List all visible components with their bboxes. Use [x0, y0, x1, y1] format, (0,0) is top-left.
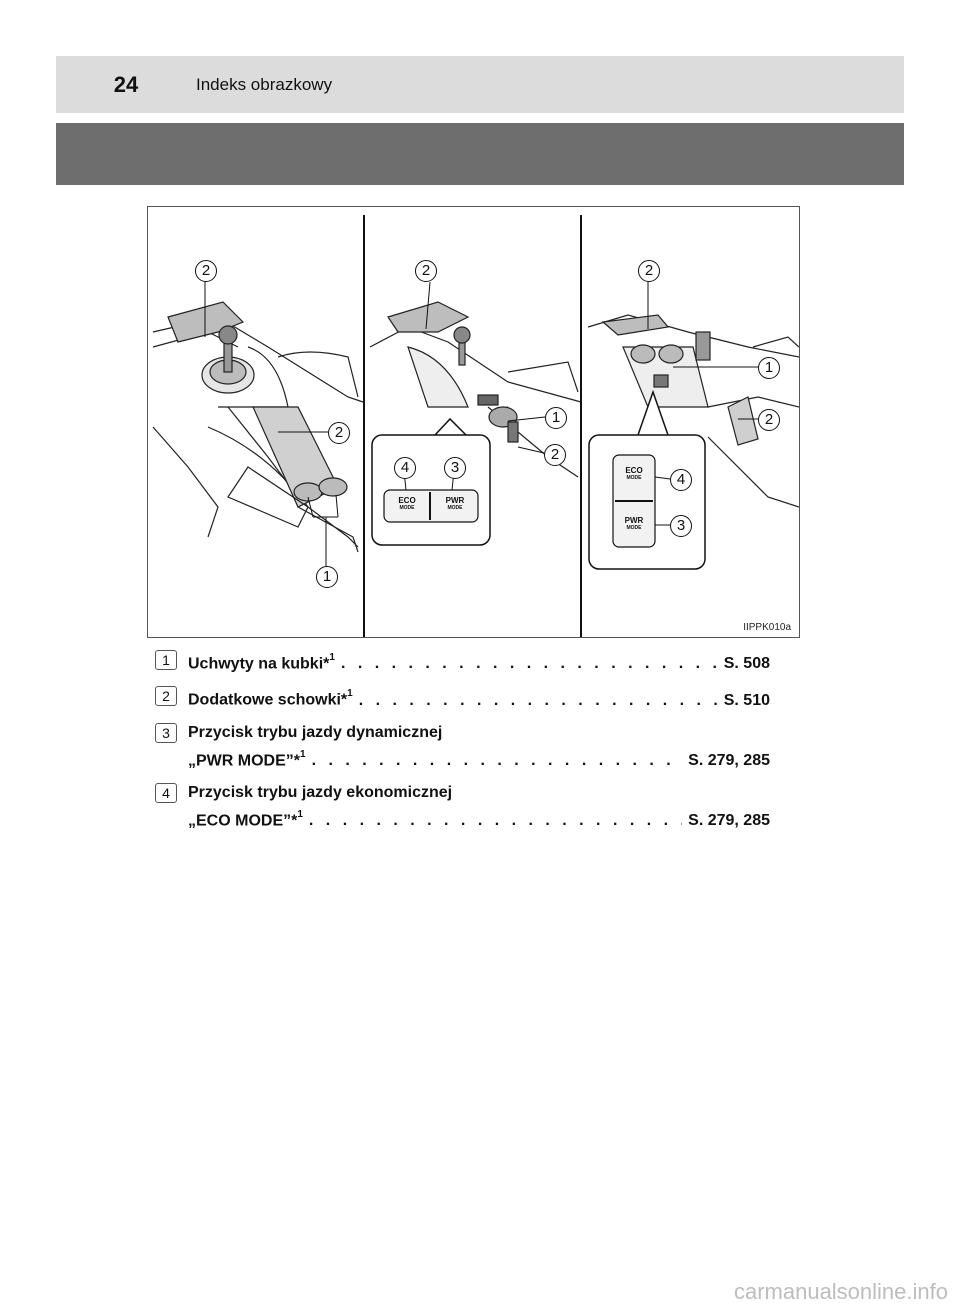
figure-code: IIPPK010a: [743, 622, 791, 633]
callout-2-right: 2: [638, 260, 660, 282]
footnote-marker: 1: [347, 688, 353, 700]
callout-2-middle-lower: 2: [544, 444, 566, 466]
leader-lines-left: [204, 280, 339, 567]
legend-row: „PWR MODE”*1 S. 279, 285: [188, 745, 770, 773]
footnote-marker: 1: [300, 748, 306, 760]
legend-number: 3: [155, 722, 177, 743]
legend-item: 3 Przycisk trybu jazdy dynamicznej „PWR …: [155, 721, 770, 773]
legend-number: 4: [155, 782, 177, 803]
knob-middle: [453, 326, 519, 443]
inset-middle: [371, 417, 491, 546]
legend-item: 1 Uchwyty na kubki*1 S. 508: [155, 648, 770, 676]
callout-3-right: 3: [670, 515, 692, 537]
page-reference-link[interactable]: S. 279, 285: [688, 751, 770, 769]
footnote-marker: 1: [297, 808, 303, 820]
legend-number: 1: [155, 650, 177, 670]
legend-label: Dodatkowe schowki*: [188, 691, 348, 709]
mode-text: MODE: [399, 505, 415, 511]
legend-description: Przycisk trybu jazdy ekonomicznej: [188, 783, 453, 801]
callout-1-middle: 1: [545, 407, 567, 429]
watermark: carmanualsonline.info: [733, 1279, 948, 1304]
legend-row: Uchwyty na kubki*1 S. 508: [188, 648, 770, 676]
eco-button-label-right: ECO MODE: [616, 466, 652, 482]
mode-text: MODE: [447, 505, 463, 511]
legend-label: „ECO MODE”*: [188, 812, 298, 830]
page-header: 24 Indeks obrazkowy: [56, 56, 904, 113]
panel-middle: [369, 301, 582, 478]
leader-lines-middle: [425, 281, 546, 454]
legend-item: 4 Przycisk trybu jazdy ekonomicznej „ECO…: [155, 781, 770, 833]
leader-dots: [312, 749, 683, 773]
callout-2-left-lower: 2: [328, 422, 350, 444]
legend-row: Dodatkowe schowki*1 S. 510: [188, 684, 770, 712]
eco-button-label-middle: ECO MODE: [390, 496, 424, 512]
header-title: Indeks obrazkowy: [196, 74, 333, 94]
console-illustration: 2 2 1 2 1 2 4 3 ECO MODE PWR MODE 2 1 2 …: [147, 206, 800, 638]
pwr-text: PWR: [445, 496, 465, 505]
leader-dots: [341, 652, 718, 676]
legend-label-wrap: Uchwyty na kubki*1: [188, 648, 335, 676]
shift-knob: [201, 325, 255, 394]
mode-text: MODE: [626, 475, 642, 481]
cupholders-left: [293, 477, 348, 502]
page-reference-link[interactable]: S. 508: [723, 655, 770, 673]
legend-description: Przycisk trybu jazdy dynamicznej: [188, 723, 443, 741]
illustration-svg: [152, 215, 799, 637]
callout-2-left: 2: [195, 260, 217, 282]
footnote-marker: 1: [329, 652, 335, 663]
cupholders-right: [630, 331, 759, 446]
callout-1-left: 1: [316, 566, 338, 588]
page-reference-link[interactable]: S. 510: [723, 691, 770, 709]
legend-row: „ECO MODE”*1 S. 279, 285: [188, 805, 770, 833]
legend-label-wrap: „ECO MODE”*1: [188, 805, 303, 833]
eco-text: ECO: [398, 496, 416, 505]
leader-dots: [309, 809, 682, 833]
callout-1-right: 1: [758, 357, 780, 379]
pwr-button-label-middle: PWR MODE: [438, 496, 472, 512]
legend-label-wrap: „PWR MODE”*1: [188, 745, 306, 773]
legend-number: 2: [155, 686, 177, 707]
callout-2-right-lower: 2: [758, 409, 780, 431]
pwr-button-label-right: PWR MODE: [616, 516, 652, 532]
callout-3-middle: 3: [444, 457, 466, 479]
legend-label-wrap: Dodatkowe schowki*1: [188, 684, 353, 712]
leader-dots: [359, 689, 718, 713]
legend-list: 1 Uchwyty na kubki*1 S. 508 2 Dodatkowe …: [155, 648, 770, 841]
callout-2-middle: 2: [415, 260, 437, 282]
page-reference-link[interactable]: S. 279, 285: [688, 812, 770, 830]
legend-item: 2 Dodatkowe schowki*1 S. 510: [155, 684, 770, 712]
callout-4-right: 4: [670, 469, 692, 491]
section-band: [56, 123, 904, 185]
legend-label: Uchwyty na kubki*: [188, 655, 330, 673]
legend-label: „PWR MODE”*: [188, 751, 300, 769]
leader-lines-right: [647, 282, 758, 420]
page-number: 24: [113, 71, 139, 97]
callout-4-middle: 4: [394, 457, 416, 479]
mode-text: MODE: [626, 525, 642, 531]
pwr-text: PWR: [624, 516, 644, 525]
eco-text: ECO: [625, 466, 643, 475]
